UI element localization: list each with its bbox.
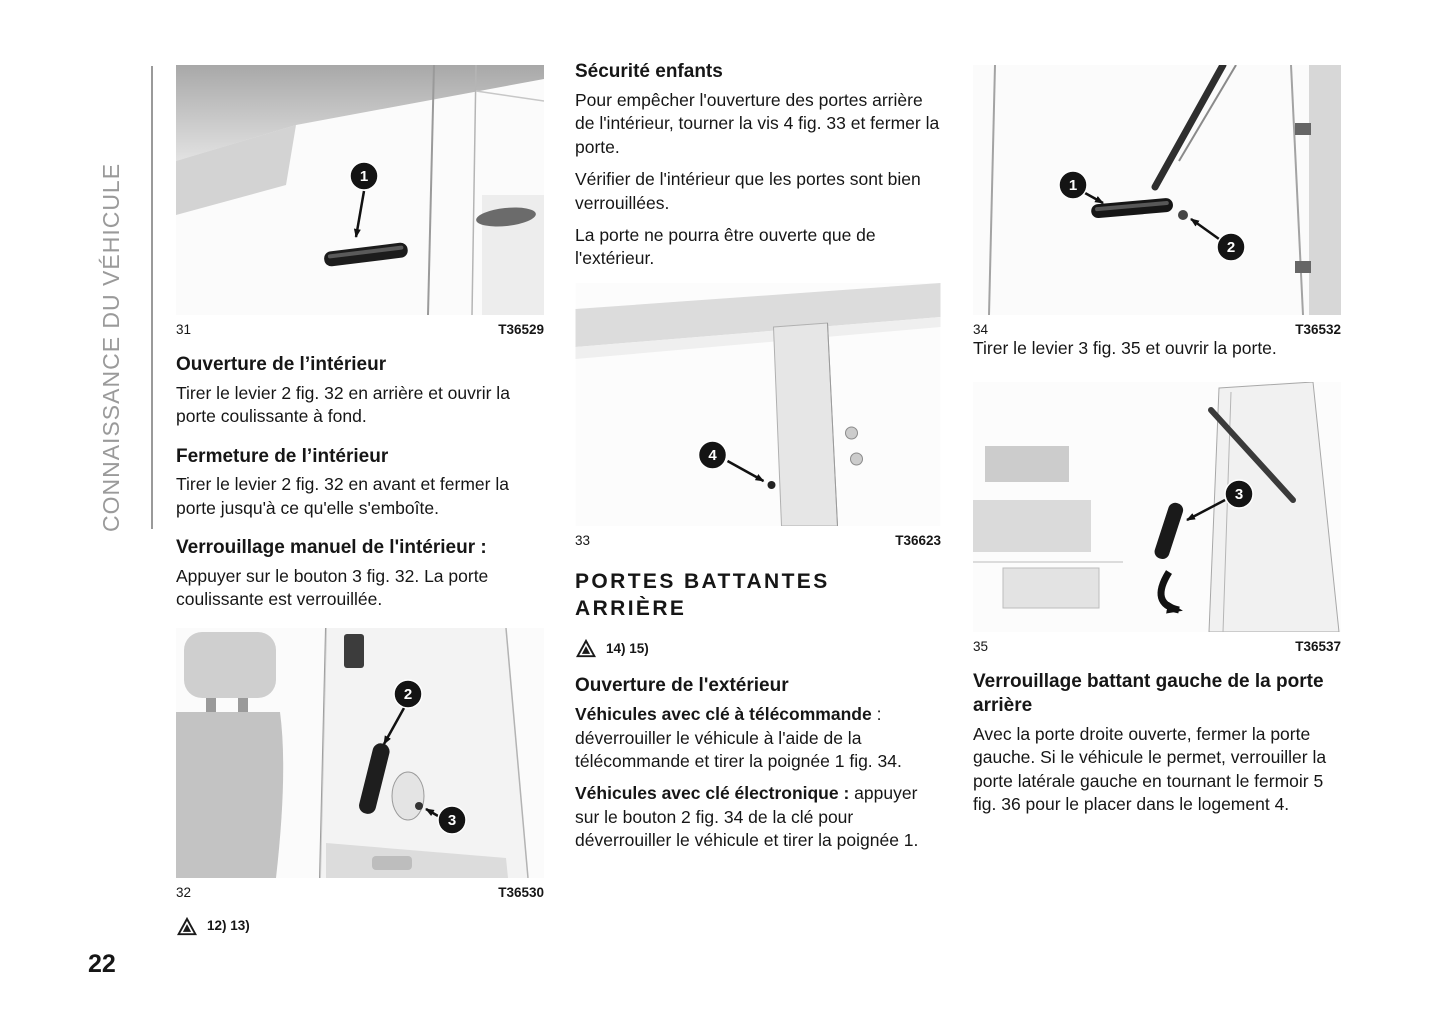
- seat-illustration: [176, 631, 284, 878]
- section-title-line1: PORTES BATTANTES: [575, 569, 830, 593]
- svg-text:3: 3: [448, 812, 456, 829]
- paragraph-ouverture: Tirer le levier 2 fig. 32 en arrière et …: [176, 382, 510, 427]
- heading-ouverture-exterieur: Ouverture de l'extérieur: [575, 675, 789, 697]
- svg-text:1: 1: [1069, 177, 1077, 194]
- note-reference-row: 12) 13): [176, 916, 544, 936]
- paragraph-securite-3: La porte ne pourra être ouverte que de l…: [575, 224, 876, 269]
- svg-text:4: 4: [708, 447, 717, 464]
- rear-door-handle: [476, 207, 536, 227]
- rear-door-handle: [1091, 198, 1173, 219]
- paragraph-continuation: appuyer sur le bouton 2 fig. 34 de la cl…: [575, 783, 919, 851]
- figure-code: T36532: [1295, 322, 1341, 337]
- callout-3-marker: 3: [1224, 479, 1254, 510]
- sliding-door-handle: [324, 242, 408, 267]
- figure-31-illustration: 1: [176, 65, 544, 315]
- note-warning-icon: [576, 639, 596, 658]
- figure-35-illustration: 3: [973, 382, 1341, 633]
- child-lock-screw: [845, 426, 858, 440]
- heading-securite-enfants: Sécurité enfants: [575, 61, 723, 82]
- figure-number: 35: [973, 639, 989, 655]
- paragraph-cle-telecommande: Véhicules avec clé à télécommande : déve…: [575, 703, 941, 773]
- paragraph-securite-2: Vérifier de l'intérieur que les portes s…: [575, 169, 921, 213]
- svg-text:2: 2: [404, 686, 412, 703]
- figure-33-illustration: 4: [575, 282, 941, 526]
- figure-33-caption: 33 T36623: [575, 533, 941, 548]
- note-warning-icon: [177, 916, 197, 935]
- svg-text:2: 2: [1227, 239, 1235, 256]
- wiper-arm: [1151, 65, 1227, 191]
- column-right: 1 2 34 T36532 Tirer le levier 3 fig. 35 …: [973, 65, 1341, 826]
- figure-number: 33: [575, 532, 591, 548]
- figure-34: 1 2 34 T36532: [973, 65, 1341, 337]
- note-reference-row: 14) 15): [575, 638, 941, 658]
- figure-code: T36623: [895, 532, 941, 548]
- callout-3-marker: 3: [437, 805, 467, 835]
- paragraph-continuation: : déverrouiller le véhicule à l'aide de …: [575, 704, 902, 772]
- door-bracket: [344, 633, 364, 668]
- column-left: 1 31 T36529 Ouverture de l’intérieur Tir…: [176, 65, 544, 936]
- figure-32-illustration: 2 3: [176, 627, 544, 878]
- callout-4-marker: 4: [697, 440, 728, 470]
- callout-2-marker: 2: [1216, 232, 1246, 262]
- figure-code: T36530: [498, 884, 544, 900]
- paragraph-securite-1: Pour empêcher l'ouverture des portes arr…: [575, 89, 940, 157]
- section-title-line2: ARRIÈRE: [575, 597, 687, 621]
- figure-code: T36529: [498, 322, 544, 337]
- rotation-arrow: [1157, 570, 1183, 614]
- figure-code: T36537: [1295, 639, 1341, 655]
- paragraph-fermeture: Tirer le levier 2 fig. 32 en avant et fe…: [176, 474, 509, 518]
- svg-text:3: 3: [1235, 486, 1243, 503]
- paragraph-tirer-levier: Tirer le levier 3 fig. 35 et ouvrir la p…: [973, 338, 1277, 358]
- child-lock-screw: [850, 452, 863, 466]
- callout-1-marker: 1: [349, 161, 379, 191]
- lock-button: [415, 801, 423, 810]
- svg-text:1: 1: [360, 168, 368, 185]
- figure-33: 4 33 T36623: [575, 282, 941, 548]
- note-reference-numbers: 14) 15): [606, 640, 649, 656]
- figure-34-illustration: 1 2: [973, 65, 1341, 315]
- figure-31: 1 31 T36529: [176, 65, 544, 337]
- bold-lead-electronique: Véhicules avec clé électronique :: [575, 783, 850, 804]
- sidebar-divider: [151, 66, 153, 529]
- section-title-portes-battantes: PORTES BATTANTES ARRIÈRE: [575, 568, 941, 623]
- door-strut: [1208, 407, 1296, 504]
- figure-number: 31: [176, 322, 192, 337]
- figure-31-caption: 31 T36529: [176, 322, 544, 337]
- figure-number: 32: [176, 884, 192, 900]
- figure-32-caption: 32 T36530: [176, 885, 544, 900]
- bold-lead-telecommande: Véhicules avec clé à télécommande: [575, 704, 872, 725]
- note-reference-numbers: 12) 13): [207, 918, 250, 934]
- heading-ouverture-interieur: Ouverture de l’intérieur: [176, 354, 387, 375]
- figure-35-caption: 35 T36537: [973, 639, 1341, 654]
- figure-32: 2 3 32 T36530: [176, 627, 544, 900]
- paragraph-verrouillage-battant: Avec la porte droite ouverte, fermer la …: [973, 723, 1327, 815]
- figure-34-caption: 34 T36532: [973, 322, 1341, 337]
- heading-fermeture-interieur: Fermeture de l’intérieur: [176, 445, 389, 467]
- chapter-vertical-title: CONNAISSANCE DU VÉHICULE: [98, 162, 124, 532]
- lock-cylinder: [1178, 210, 1188, 220]
- paragraph-verrouillage: Appuyer sur le bouton 3 fig. 32. La port…: [176, 566, 489, 610]
- interior-lever: [359, 743, 390, 814]
- figure-35: 3 35 T36537: [973, 382, 1341, 654]
- cargo-interior: [973, 446, 1123, 609]
- callout-2-marker: 2: [393, 679, 423, 709]
- figure-number: 34: [973, 322, 989, 337]
- column-middle: Sécurité enfants Pour empêcher l'ouvertu…: [575, 60, 941, 862]
- heading-verrouillage-manuel: Verrouillage manuel de l'intérieur :: [176, 537, 487, 559]
- door-lock-lever: [1154, 503, 1184, 560]
- paragraph-cle-electronique: Véhicules avec clé électronique : appuye…: [575, 782, 941, 852]
- page-number: 22: [88, 950, 116, 978]
- heading-verrouillage-battant: Verrouillage battant gauche de la porte …: [973, 671, 1324, 717]
- callout-1-marker: 1: [1058, 170, 1088, 200]
